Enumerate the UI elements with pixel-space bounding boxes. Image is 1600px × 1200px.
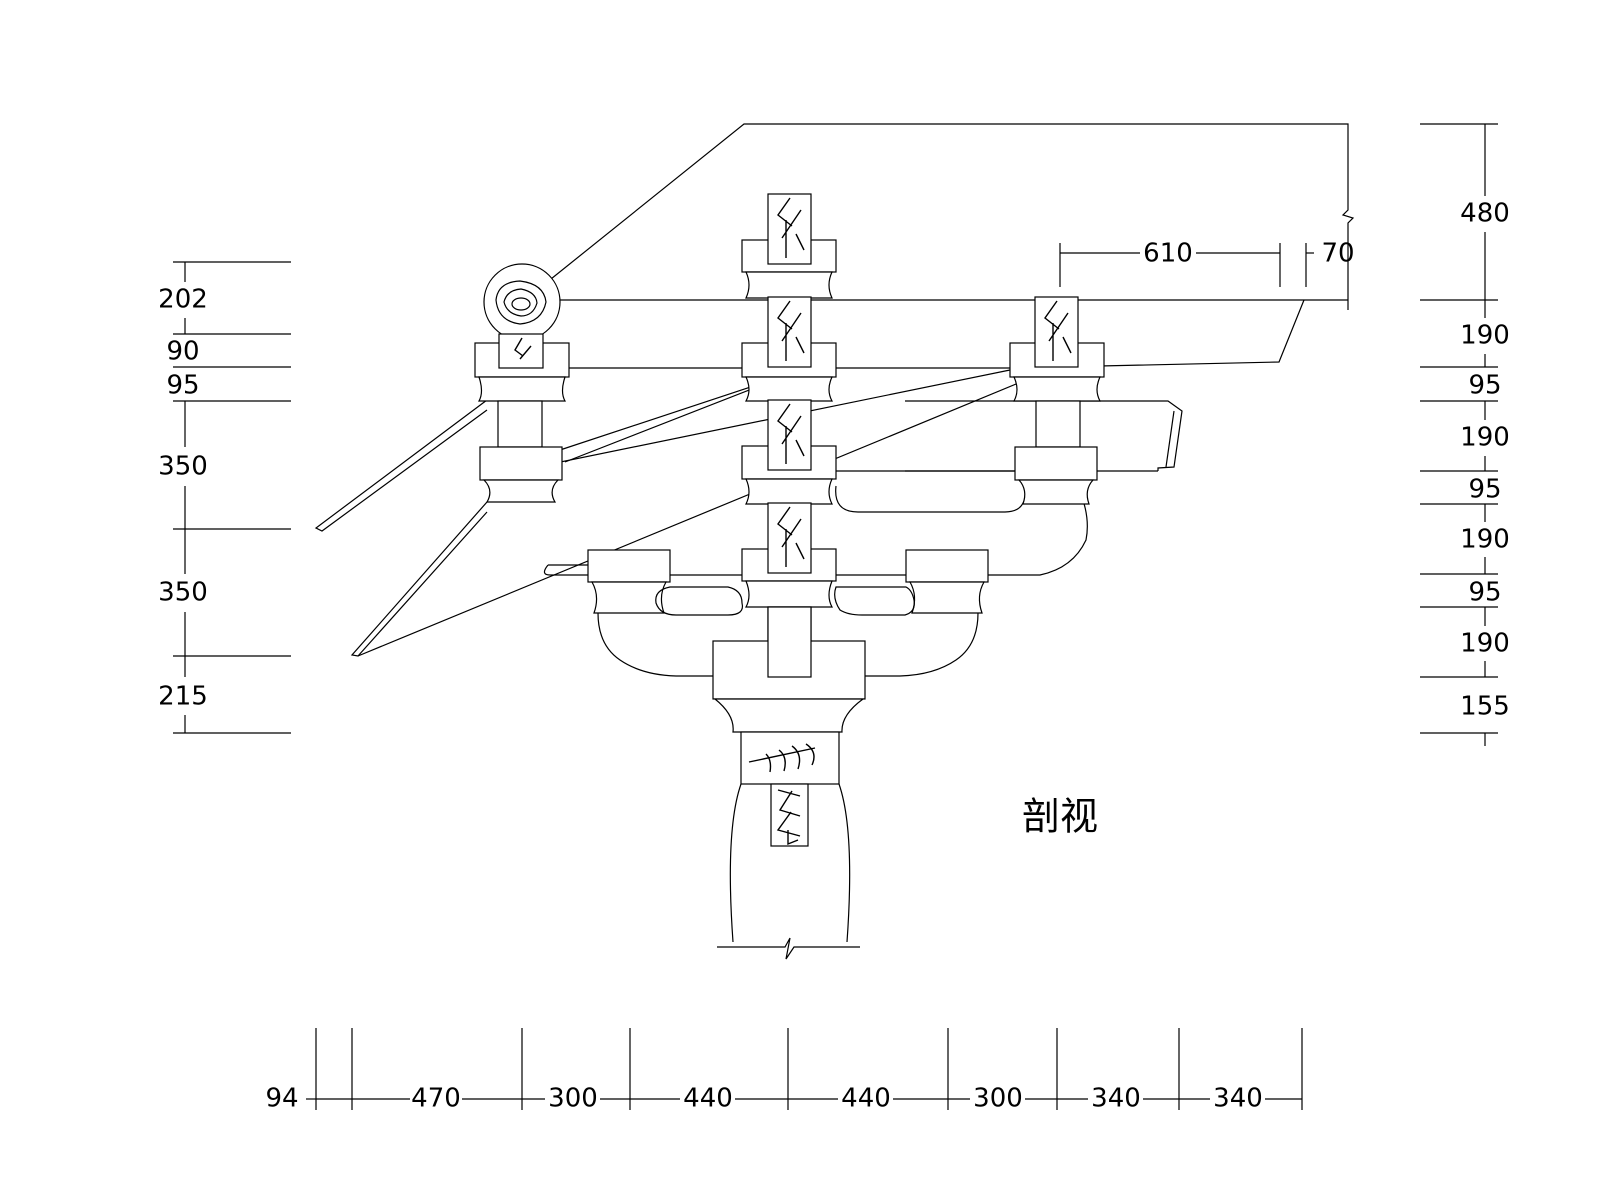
top-dim-610: 610 xyxy=(1143,239,1193,269)
bottom-dim-470: 470 xyxy=(411,1084,461,1114)
left-dim-215: 215 xyxy=(158,682,208,712)
bottom-dim-340-left: 340 xyxy=(1091,1084,1141,1114)
right-column xyxy=(1009,296,1105,505)
right-dimension-labels: 480 190 95 190 95 190 95 190 155 xyxy=(1460,199,1510,722)
top-dim-70: 70 xyxy=(1321,239,1354,269)
bottom-dimension-lines xyxy=(306,1028,1303,1110)
bottom-dim-440-left: 440 xyxy=(683,1084,733,1114)
right-dim-155: 155 xyxy=(1460,692,1510,722)
bottom-dimension-labels: 94 470 300 440 440 300 340 340 xyxy=(265,1084,1262,1114)
right-dim-95-a: 95 xyxy=(1468,371,1501,401)
left-dimension-lines xyxy=(173,261,291,734)
right-dim-480: 480 xyxy=(1460,199,1510,229)
left-dim-350-upper: 350 xyxy=(158,452,208,482)
right-dim-190-c: 190 xyxy=(1460,525,1510,555)
center-bracket-stack xyxy=(741,193,837,678)
diagonal-members xyxy=(314,366,1051,657)
roof-eave xyxy=(545,123,1355,369)
bottom-dim-300-right: 300 xyxy=(973,1084,1023,1114)
bottom-dim-94: 94 xyxy=(265,1084,298,1114)
right-dimension-lines xyxy=(1420,123,1498,746)
left-dim-350-lower: 350 xyxy=(158,578,208,608)
left-dim-95: 95 xyxy=(166,371,199,401)
right-dim-190-d: 190 xyxy=(1460,629,1510,659)
left-dim-202: 202 xyxy=(158,285,208,315)
bottom-dim-300-left: 300 xyxy=(548,1084,598,1114)
bottom-dim-340-right: 340 xyxy=(1213,1084,1263,1114)
main-column xyxy=(717,731,860,960)
right-dim-190-a: 190 xyxy=(1460,321,1510,351)
top-dimension-lines xyxy=(1059,243,1314,287)
right-dim-190-b: 190 xyxy=(1460,423,1510,453)
main-bearing-block xyxy=(712,606,866,733)
left-column xyxy=(474,263,570,503)
section-caption: 剖视 xyxy=(1022,795,1098,839)
lower-bracket-tier xyxy=(587,549,989,677)
right-dim-95-c: 95 xyxy=(1468,578,1501,608)
left-dimension-labels: 202 90 95 350 350 215 xyxy=(158,285,208,712)
right-dim-95-b: 95 xyxy=(1468,475,1501,505)
bottom-dim-440-right: 440 xyxy=(841,1084,891,1114)
left-dim-90: 90 xyxy=(166,337,199,367)
top-dimension-labels: 610 70 xyxy=(1143,239,1354,269)
